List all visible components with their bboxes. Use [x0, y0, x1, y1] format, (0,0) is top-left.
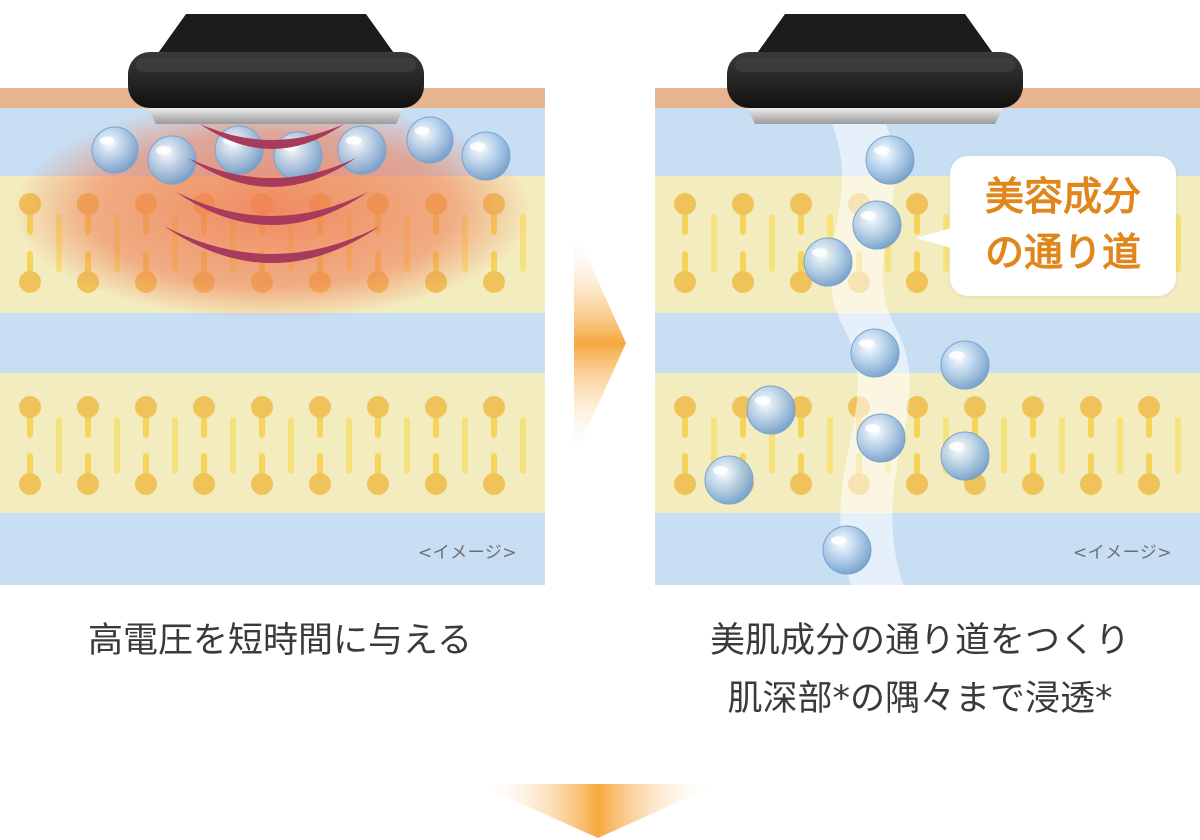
serum-droplet-icon [746, 385, 796, 435]
lipid-head [135, 473, 157, 495]
lipid-tail-pair [1059, 417, 1065, 474]
serum-droplet-icon [865, 135, 915, 185]
right-caption-line-1: 美肌成分の通り道をつくり [709, 621, 1130, 661]
lipid-head [1080, 473, 1102, 495]
lipid-head [906, 396, 928, 418]
lipid-head [19, 271, 41, 293]
callout-line-1: 美容成分 [984, 175, 1141, 220]
lipid-head [906, 193, 928, 215]
left-caption-text: 高電圧を短時間に与える [88, 621, 472, 661]
lipid-head [367, 396, 389, 418]
lipid-head [790, 396, 812, 418]
heat-glow [12, 100, 532, 320]
lipid-head [790, 473, 812, 495]
ingredient-path-callout: 美容成分 の通り道 [916, 156, 1176, 296]
lipid-head [425, 473, 447, 495]
lipid-tail-pair [288, 417, 294, 474]
lipid-head [1080, 396, 1102, 418]
lipid-head [674, 473, 696, 495]
left-skin-layers [0, 14, 545, 585]
lipid-head [19, 396, 41, 418]
lipid-head [135, 396, 157, 418]
lipid-tail-pair [1175, 417, 1181, 474]
arrow-right-icon [574, 228, 626, 458]
lipid-tail-pair [1001, 417, 1007, 474]
lipid-head [674, 396, 696, 418]
serum-droplet-icon [856, 413, 906, 463]
lipid-head [906, 473, 928, 495]
serum-droplet-icon [406, 116, 454, 164]
serum-droplet-icon [704, 455, 754, 505]
lipid-head [251, 473, 273, 495]
image-note-left: <イメージ> [417, 543, 517, 563]
arrow-down-icon [478, 784, 718, 838]
serum-droplet-icon [803, 237, 853, 287]
callout-line-2: の通り道 [984, 231, 1141, 276]
serum-droplet-icon [822, 525, 872, 575]
lipid-tail-pair [114, 417, 120, 474]
lipid-tail-pair [827, 417, 833, 474]
lipid-head [906, 271, 928, 293]
lipid-head [425, 396, 447, 418]
lipid-head [251, 396, 273, 418]
right-caption-line-2: 肌深部*の隅々まで浸透* [727, 679, 1113, 719]
lipid-tail-pair [56, 417, 62, 474]
electroporation-device-icon [128, 14, 424, 124]
callout-tail [916, 228, 952, 248]
right-caption: 美肌成分の通り道をつくり 肌深部*の隅々まで浸透* [640, 612, 1200, 728]
lipid-tail-pair [1117, 417, 1123, 474]
lipid-head [964, 396, 986, 418]
electroporation-device-icon [727, 14, 1023, 124]
lipid-head [1022, 396, 1044, 418]
serum-droplet-icon [940, 340, 990, 390]
left-skin-diagram: <イメージ> [0, 0, 545, 585]
lipid-head [732, 193, 754, 215]
electric-wave-icon [164, 124, 380, 263]
serum-droplet-icon [850, 328, 900, 378]
lipid-head [790, 193, 812, 215]
serum-droplet-icon [337, 125, 387, 175]
lipid-head [732, 271, 754, 293]
lipid-head [19, 473, 41, 495]
lipid-head [367, 473, 389, 495]
lipid-head [674, 193, 696, 215]
lipid-head [77, 396, 99, 418]
lipid-head [674, 271, 696, 293]
image-note-right: <イメージ> [1072, 543, 1172, 563]
lipid-tail-pair [769, 214, 775, 272]
lipid-tail-pair [346, 417, 352, 474]
left-caption: 高電圧を短時間に与える [0, 612, 560, 670]
lipid-head [1138, 473, 1160, 495]
lipid-tail-pair [462, 417, 468, 474]
lipid-tail-pair [172, 417, 178, 474]
lipid-tail-pair [711, 214, 717, 272]
lipid-head [1022, 473, 1044, 495]
lipid-tail-pair [404, 417, 410, 474]
lipid-head [193, 396, 215, 418]
lipid-head [1138, 396, 1160, 418]
lipid-head [77, 473, 99, 495]
serum-droplet-icon [91, 126, 139, 174]
lipid-head [790, 271, 812, 293]
serum-droplet-icon [940, 431, 990, 481]
lipid-tail-pair [1175, 214, 1181, 272]
lipid-head [483, 396, 505, 418]
lipid-head [309, 473, 331, 495]
lipid-head [193, 473, 215, 495]
lipid-tail-pair [230, 417, 236, 474]
lipid-head [483, 271, 505, 293]
lipid-tail-pair [520, 417, 526, 474]
lipid-head [483, 473, 505, 495]
serum-droplet-icon [852, 200, 902, 250]
serum-droplet-icon [147, 135, 197, 185]
serum-droplet-icon [461, 131, 511, 181]
lipid-head [309, 396, 331, 418]
